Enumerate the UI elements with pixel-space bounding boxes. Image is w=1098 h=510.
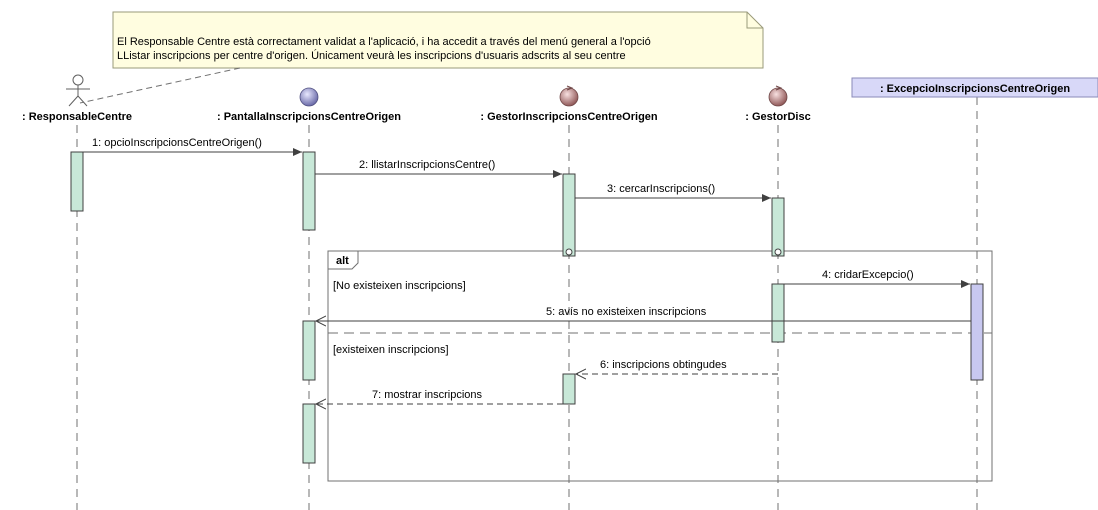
lifeline-label-pantalla: : PantallaInscripcionsCentreOrigen (217, 111, 401, 123)
alt-operator: alt (336, 255, 349, 267)
message-4[interactable]: 4: cridarExcepcio() (784, 269, 970, 288)
lifeline-label-gestor-inscripcions: : GestorInscripcionsCentreOrigen (480, 111, 658, 123)
message-5[interactable]: 5: avís no existeixen inscripcions (316, 306, 971, 321)
note: El Responsable Centre està correctament … (112, 11, 764, 69)
alt-guard-1: [No existeixen inscripcions] (333, 280, 466, 292)
alt-guard-2: [existeixen inscripcions] (333, 344, 449, 356)
note-line-1: El Responsable Centre està correctament … (117, 36, 651, 48)
message-7-label: 7: mostrar inscripcions (372, 389, 483, 401)
message-1[interactable]: 1: opcioInscripcionsCentreOrigen() (83, 137, 302, 156)
message-3[interactable]: 3: cercarInscripcions() (575, 183, 771, 202)
message-1-label: 1: opcioInscripcionsCentreOrigen() (92, 137, 262, 149)
activation-gestor-inscripcions[interactable] (562, 173, 576, 257)
activation-end-marker (774, 248, 782, 256)
activation-pantalla-1[interactable] (302, 151, 316, 231)
activation-gestor-disc-1[interactable] (771, 197, 785, 257)
message-2-label: 2: llistarInscripcionsCentre() (359, 159, 495, 171)
note-line-2: LListar inscripcions per centre d'origen… (117, 49, 626, 62)
activation-gestor-disc-2[interactable] (771, 283, 785, 343)
message-3-label: 3: cercarInscripcions() (607, 183, 715, 195)
message-4-label: 4: cridarExcepcio() (822, 269, 914, 281)
activations (70, 151, 984, 464)
lifelines (76, 97, 978, 510)
activation-excepcio[interactable] (970, 283, 984, 381)
actor-icon (66, 74, 90, 107)
message-7[interactable]: 7: mostrar inscripcions (316, 389, 563, 404)
boundary-icon (299, 87, 319, 107)
control-icon-gestor-disc (768, 85, 788, 107)
lifeline-label-excepcio: : ExcepcioInscripcionsCentreOrigen (880, 83, 1070, 95)
activation-pantalla-2[interactable] (302, 320, 316, 381)
message-6[interactable]: 6: inscripcions obtingudes (576, 359, 778, 374)
activation-responsable[interactable] (70, 151, 84, 212)
message-6-label: 6: inscripcions obtingudes (600, 359, 727, 371)
note-anchor (79, 67, 241, 104)
activation-pantalla-3[interactable] (302, 403, 316, 464)
lifeline-label-responsable: : ResponsableCentre (22, 111, 132, 123)
activation-gestor-inscripcions-2[interactable] (562, 373, 576, 405)
control-icon-gestor-inscripcions (559, 85, 579, 107)
message-5-label: 5: avís no existeixen inscripcions (546, 306, 707, 318)
alt-fragment: alt [No existeixen inscripcions] [existe… (327, 250, 993, 482)
excepcio-header-box[interactable] (851, 77, 1098, 98)
message-2[interactable]: 2: llistarInscripcionsCentre() (315, 159, 562, 178)
lifeline-label-gestor-disc: : GestorDisc (745, 111, 810, 123)
activation-end-marker (565, 248, 573, 256)
